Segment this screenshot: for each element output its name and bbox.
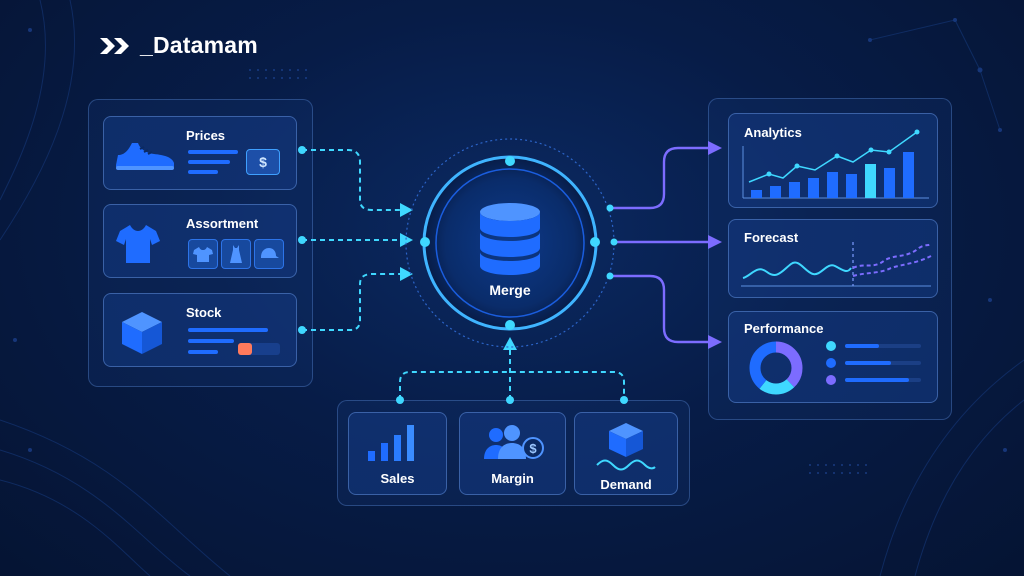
mini-dress-tile <box>221 239 251 269</box>
mini-tshirt-tile <box>188 239 218 269</box>
double-chevron-icon <box>100 37 129 54</box>
card-label-sales: Sales <box>380 471 415 486</box>
brand-name: _Datamam <box>140 32 258 58</box>
tshirt-icon <box>116 225 160 263</box>
card-label-margin: Margin <box>491 471 534 486</box>
connector-node <box>396 396 404 404</box>
mini-cap-tile <box>254 239 284 269</box>
arrow-head <box>503 337 517 350</box>
analytics-chart-icon <box>742 129 929 199</box>
connector-node <box>506 396 514 404</box>
box-wave-icon <box>596 423 656 471</box>
card-label-forecast: Forecast <box>744 230 799 245</box>
placeholder-line <box>188 160 230 164</box>
arrow-head <box>708 235 722 249</box>
card-label-analytics: Analytics <box>744 125 802 140</box>
card-label-stock: Stock <box>186 305 222 320</box>
card-label-assortment: Assortment <box>186 216 259 231</box>
cap-icon <box>261 248 279 258</box>
mini-tshirt-icon <box>193 247 213 262</box>
connector-node <box>298 326 306 334</box>
connector-node <box>620 396 628 404</box>
placeholder-line <box>188 170 218 174</box>
stock-level-bar <box>238 343 280 355</box>
connector-node <box>298 236 306 244</box>
brand-logo[interactable]: _Datamam <box>100 32 258 59</box>
arrow-head <box>708 141 722 155</box>
assortment-card[interactable]: Assortment <box>103 204 297 278</box>
arrow-head <box>400 203 413 217</box>
prices-card[interactable]: Prices $ <box>103 116 297 190</box>
placeholder-line <box>188 150 238 154</box>
dress-icon <box>230 245 242 263</box>
svg-text:$: $ <box>529 441 537 456</box>
input-connectors <box>302 149 625 400</box>
output-connectors <box>610 146 708 344</box>
database-icon <box>480 203 540 275</box>
placeholder-line <box>188 328 268 332</box>
card-label-demand: Demand <box>600 477 652 492</box>
performance-legend <box>826 341 921 385</box>
connector-node <box>298 146 306 154</box>
card-label-performance: Performance <box>744 321 824 336</box>
arrow-head <box>400 233 413 247</box>
sneaker-icon <box>116 143 174 170</box>
people-dollar-icon: $ <box>484 425 544 459</box>
analytics-card[interactable]: Analytics <box>728 113 938 208</box>
forecast-chart-icon <box>741 242 932 287</box>
box-icon <box>122 312 162 354</box>
sales-card[interactable]: Sales <box>348 412 447 495</box>
placeholder-line <box>188 339 234 343</box>
dollar-badge: $ <box>246 149 280 175</box>
stock-card[interactable]: Stock <box>103 293 297 367</box>
forecast-card[interactable]: Forecast <box>728 219 938 298</box>
arrow-head <box>708 335 722 349</box>
placeholder-line <box>188 350 218 354</box>
performance-card[interactable]: Performance <box>728 311 938 403</box>
arrow-head <box>400 267 413 281</box>
stock-level-fill <box>238 343 252 355</box>
bar-chart-icon <box>368 425 414 461</box>
demand-card[interactable]: Demand <box>574 412 678 495</box>
margin-card[interactable]: $ Margin <box>459 412 566 495</box>
hub-label: Merge <box>489 282 531 298</box>
donut-chart-icon <box>749 341 803 395</box>
card-label-prices: Prices <box>186 128 226 143</box>
